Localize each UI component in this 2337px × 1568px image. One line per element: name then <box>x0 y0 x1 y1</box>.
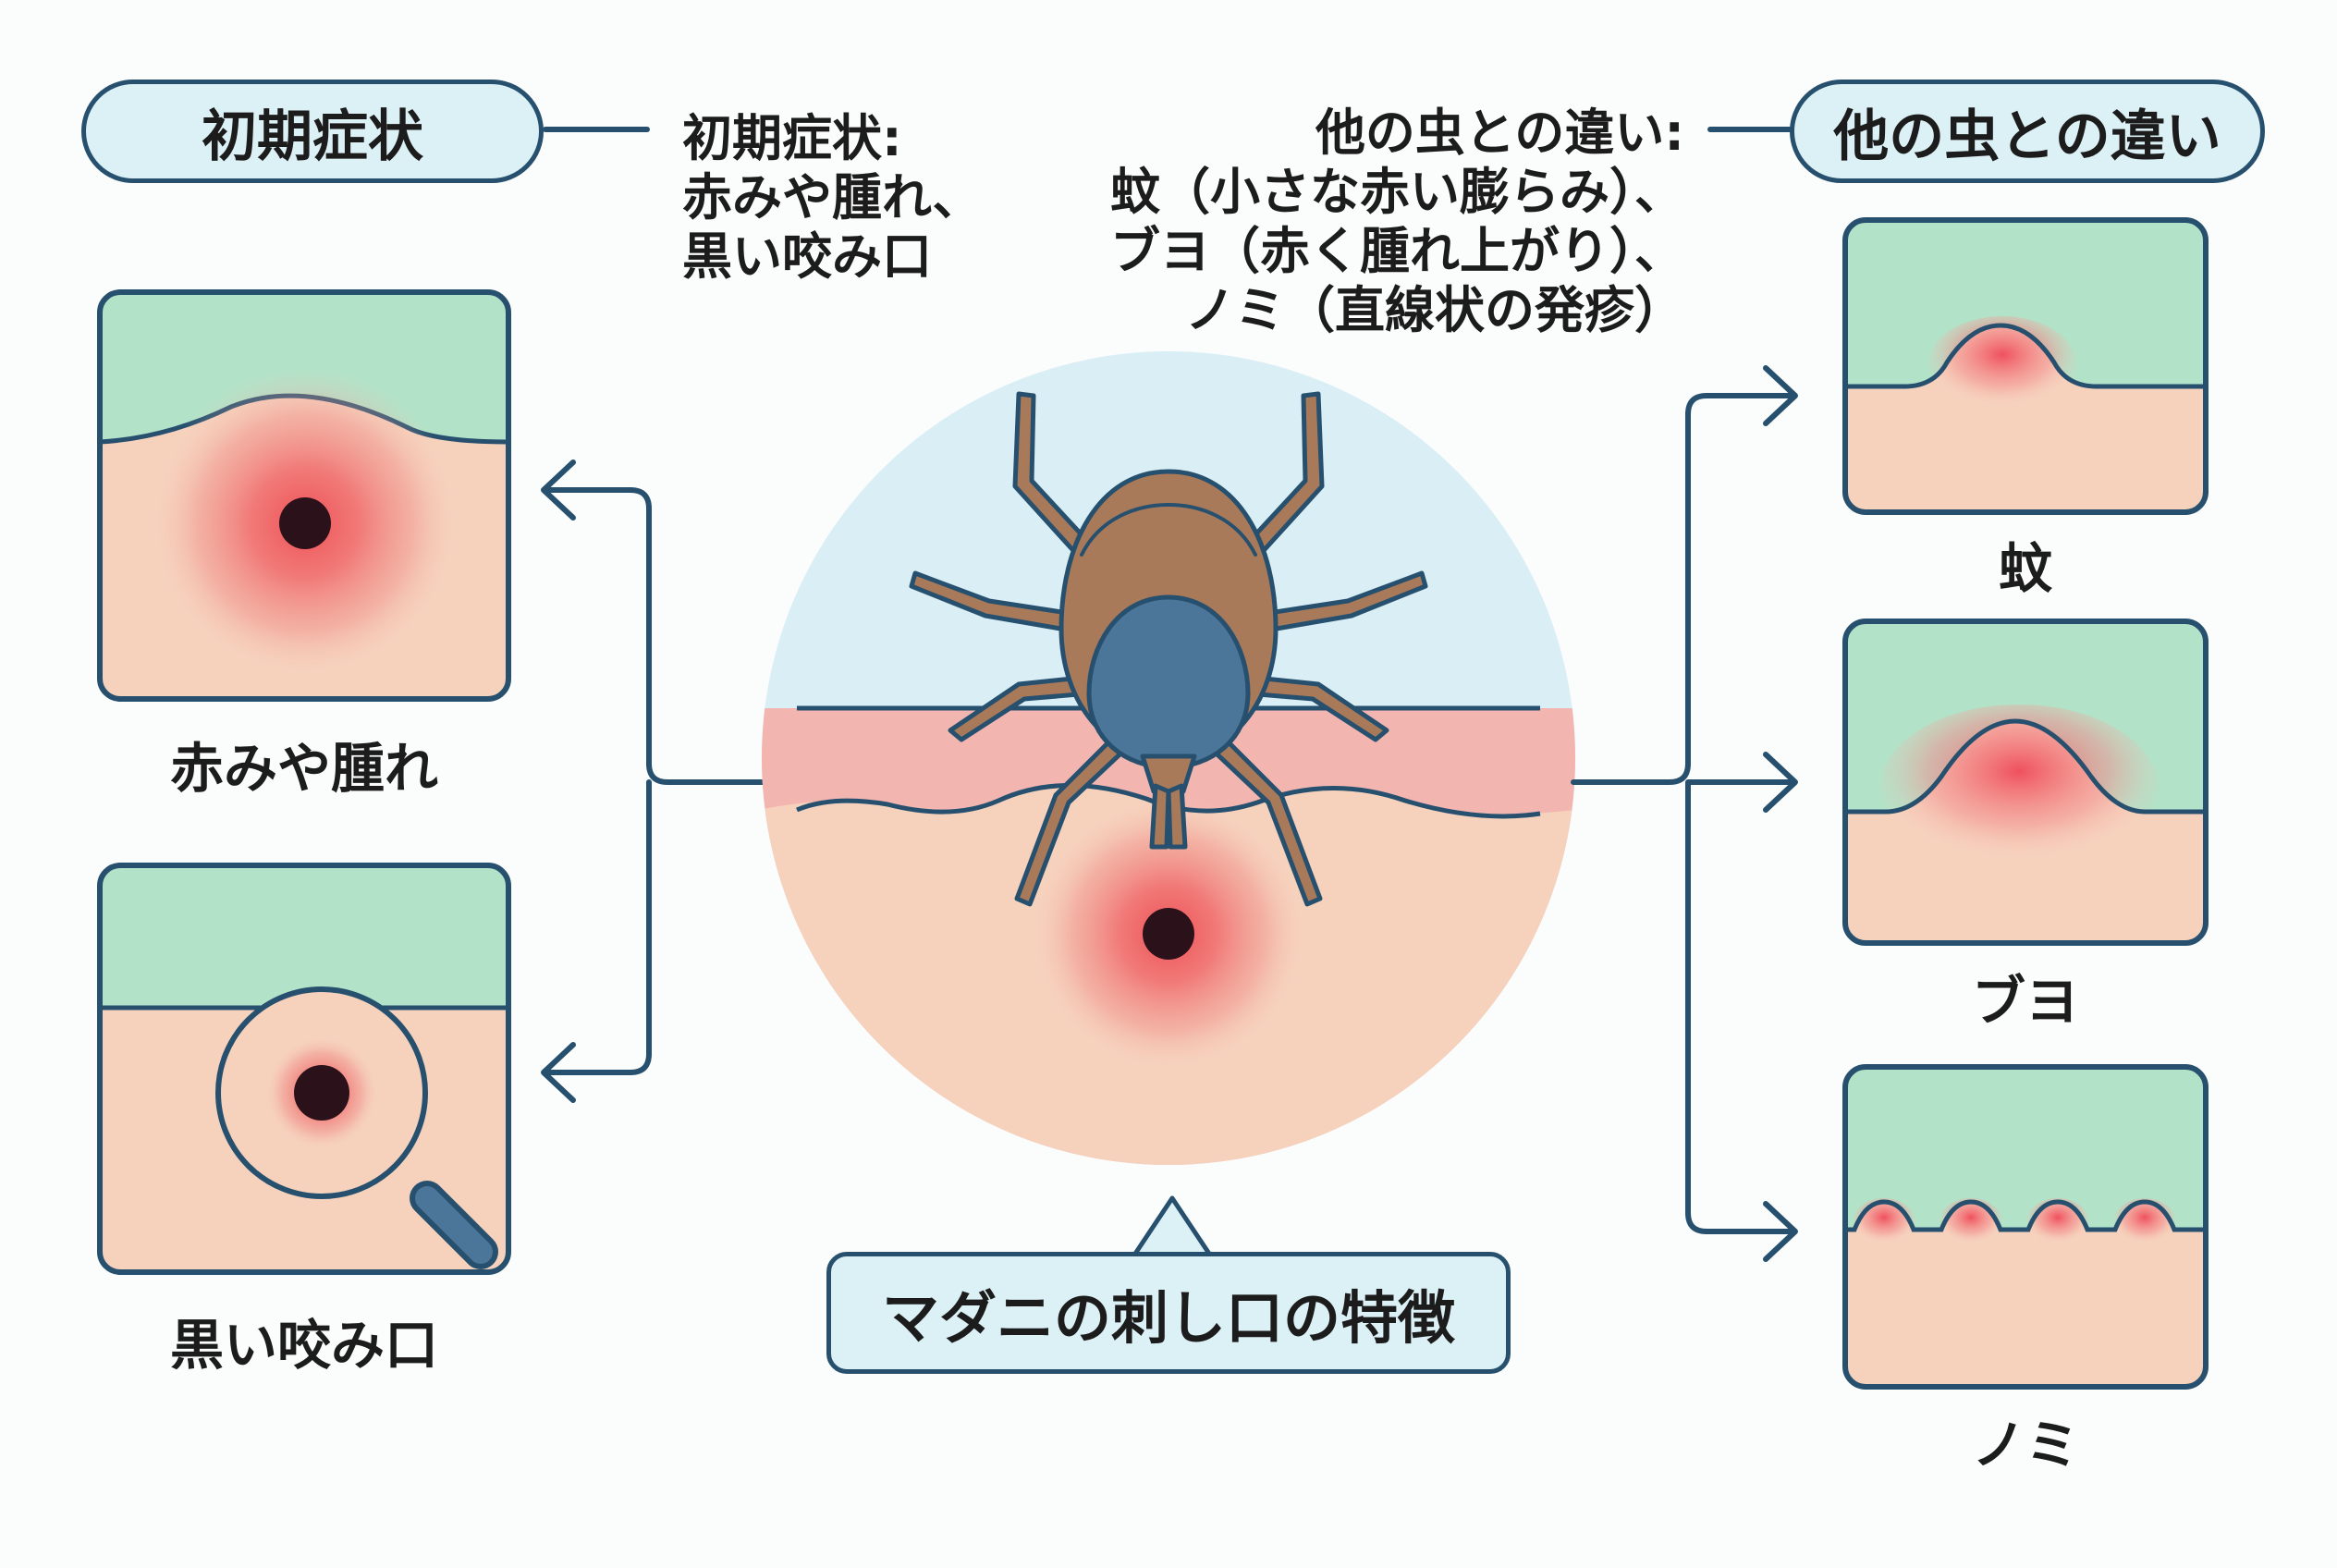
note-line: ブヨ（赤く腫れ上がり）、 <box>1110 222 1684 280</box>
panel-redness <box>100 292 508 699</box>
caption-flea: ノミ <box>1971 1414 2079 1476</box>
caption-bite-mark: 黒い咬み口 <box>169 1314 438 1377</box>
badge-initial-symptoms-label: 初期症状 <box>202 104 423 169</box>
bite-dot <box>279 497 331 549</box>
arrow-right-icon <box>1763 365 1798 1262</box>
note-line: 赤みや腫れ、 <box>682 168 983 227</box>
panel-flea <box>1845 1067 2206 1387</box>
bite-dot <box>1143 908 1194 960</box>
panel-black-fly <box>1845 621 2206 943</box>
right-connectors <box>1571 127 1798 1262</box>
center-title: マダニの刺し口の特徴 <box>881 1284 1455 1352</box>
caption-mosquito: 蚊 <box>1998 537 2052 600</box>
tick-shield <box>1086 594 1251 770</box>
caption-redness: 赤みや腫れ <box>169 737 438 800</box>
flea-bite <box>2026 1198 2089 1246</box>
tick-icon <box>909 391 1428 907</box>
panel-mosquito <box>1845 220 2206 512</box>
caption-black-fly: ブヨ <box>1971 970 2079 1033</box>
note-line: 蚊（小さな赤い膨らみ）、 <box>1110 163 1684 221</box>
note-line: ノミ（直線状の発疹） <box>1185 281 1684 339</box>
other-insects-note: 他の虫との違い: 蚊（小さな赤い膨らみ）、 ブヨ（赤く腫れ上がり）、 ノミ（直線… <box>1110 104 1684 340</box>
flea-bite <box>2113 1198 2176 1246</box>
right-bracket <box>1571 393 1796 1234</box>
bite-dot <box>294 1065 349 1121</box>
title-callout-pointer <box>1132 1195 1212 1256</box>
flea-bite <box>1853 1198 1915 1246</box>
left-connectors <box>541 127 766 1103</box>
note-line: 他の虫との違い: <box>1315 104 1684 162</box>
center-title-box: マダニの刺し口の特徴 <box>826 1252 1511 1374</box>
arrow-left-icon <box>541 459 576 1103</box>
badge-initial-symptoms: 初期症状 <box>81 80 544 183</box>
note-line: 黒い咬み口 <box>682 227 932 286</box>
initial-symptoms-note: 初期症状: 赤みや腫れ、 黒い咬み口 <box>682 109 983 287</box>
left-bracket <box>543 487 766 1075</box>
badge-other-insects: 他の虫との違い <box>1790 80 2265 183</box>
flea-bite <box>1939 1198 2002 1246</box>
magnifier-icon <box>215 986 498 1269</box>
badge-other-insects-label: 他の虫との違い <box>1833 104 2221 169</box>
note-line: 初期症状: <box>682 109 902 167</box>
